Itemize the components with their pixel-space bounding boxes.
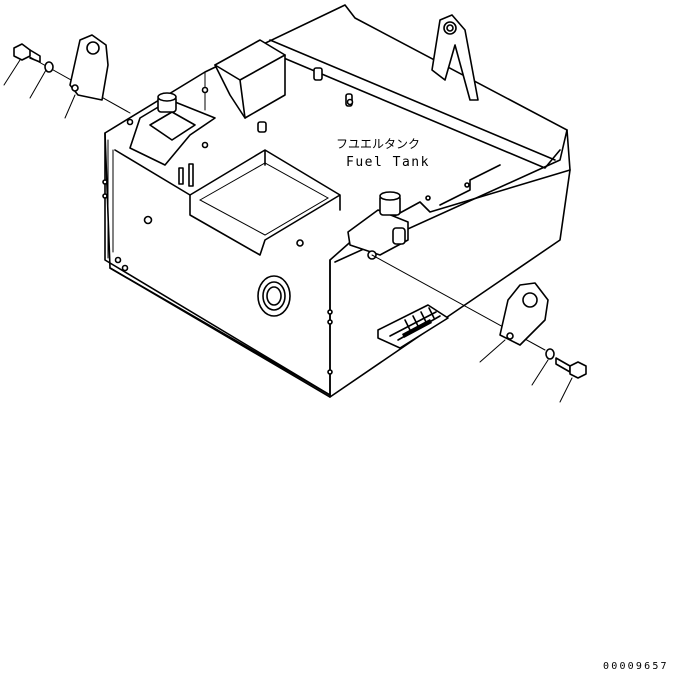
left-callout-plate <box>64 94 76 119</box>
tank-front-face <box>104 132 331 398</box>
rear-bracket <box>431 14 479 101</box>
left-bolt <box>13 43 41 63</box>
left-washer <box>44 61 54 73</box>
tank-right-face <box>329 129 571 398</box>
fuel-tank-label-en: Fuel Tank <box>346 155 430 170</box>
right-mount <box>347 209 409 256</box>
left-bracket-boss-top <box>157 92 177 102</box>
right-callout-plate <box>479 339 506 363</box>
right-exploded-parts <box>371 254 587 403</box>
filler-housing <box>214 39 286 119</box>
left-callout-washer <box>29 69 47 99</box>
filler-housing-edges <box>214 54 286 119</box>
drawing-code: 00009657 <box>603 661 669 672</box>
left-callout-bolt <box>3 59 21 86</box>
tank-recess-inner <box>198 162 330 236</box>
fuel-tank <box>102 4 571 398</box>
right-bolt <box>555 357 587 379</box>
right-callout-washer <box>531 359 549 386</box>
left-bracket-slot <box>149 111 196 141</box>
step <box>377 304 449 349</box>
tank-top-outline <box>104 4 571 396</box>
fuel-tank-label-jp: フユエルタンク <box>336 137 420 151</box>
right-mount-pin <box>392 227 406 245</box>
right-mount-boss-top <box>379 191 401 201</box>
right-plate <box>499 282 549 346</box>
tank-back-rim <box>259 39 561 206</box>
left-exploded-parts <box>3 34 131 119</box>
left-plate <box>69 34 109 101</box>
sight-gauge <box>257 275 291 317</box>
right-callout-bolt <box>559 377 573 403</box>
right-washer <box>545 348 555 360</box>
tank-recess <box>189 149 341 256</box>
